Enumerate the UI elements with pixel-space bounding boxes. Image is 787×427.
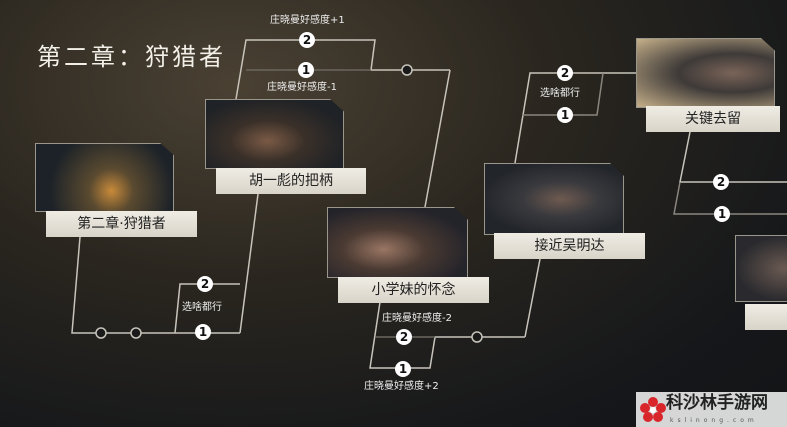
node-label bbox=[745, 304, 787, 330]
node-label: 小学妹的怀念 bbox=[338, 277, 489, 303]
scene-thumbnail bbox=[205, 99, 344, 169]
watermark-name: 科沙林手游网 bbox=[666, 393, 768, 413]
choice-option-2[interactable]: 2 bbox=[197, 276, 213, 292]
choice-option-1[interactable]: 1 bbox=[298, 62, 314, 78]
node-label: 胡一彪的把柄 bbox=[216, 168, 366, 194]
path-line bbox=[424, 69, 451, 208]
path-line bbox=[673, 181, 787, 215]
watermark-url: kslinong.com bbox=[670, 417, 758, 424]
choice-text: 庄晓曼好感度-1 bbox=[267, 82, 337, 93]
path-line bbox=[71, 236, 240, 334]
path-line bbox=[235, 39, 450, 100]
choice-text: 庄晓曼好感度+2 bbox=[364, 381, 439, 392]
waypoint-circle bbox=[471, 331, 483, 343]
flower-logo-icon bbox=[640, 397, 666, 422]
scene-thumbnail bbox=[735, 235, 787, 302]
site-watermark: 科沙林手游网 kslinong.com bbox=[636, 392, 787, 427]
waypoint-circle bbox=[401, 64, 413, 76]
path-line bbox=[522, 72, 604, 116]
path-line bbox=[174, 283, 240, 334]
path-line bbox=[524, 258, 541, 338]
choice-option-2[interactable]: 2 bbox=[713, 174, 729, 190]
node-label: 接近吴明达 bbox=[494, 233, 645, 259]
path-line bbox=[514, 72, 640, 164]
chapter-title: 第二章：狩猎者 bbox=[37, 43, 226, 71]
path-line bbox=[679, 131, 787, 183]
choice-option-2[interactable]: 2 bbox=[299, 32, 315, 48]
node-label: 关键去留 bbox=[646, 106, 780, 132]
waypoint-circle bbox=[95, 327, 107, 339]
node-label: 第二章·狩猎者 bbox=[46, 211, 197, 237]
choice-option-2[interactable]: 2 bbox=[396, 329, 412, 345]
path-line bbox=[239, 193, 259, 334]
choice-option-2[interactable]: 2 bbox=[557, 65, 573, 81]
scene-thumbnail bbox=[35, 143, 174, 212]
choice-text: 选啥都行 bbox=[540, 88, 580, 99]
waypoint-circle bbox=[130, 327, 142, 339]
choice-option-1[interactable]: 1 bbox=[395, 361, 411, 377]
choice-text: 选啥都行 bbox=[182, 302, 222, 313]
choice-text: 庄晓曼好感度+1 bbox=[270, 15, 345, 26]
choice-option-1[interactable]: 1 bbox=[714, 206, 730, 222]
scene-thumbnail bbox=[484, 163, 624, 235]
scene-thumbnail bbox=[636, 38, 775, 108]
choice-text: 庄晓曼好感度-2 bbox=[382, 313, 452, 324]
choice-option-1[interactable]: 1 bbox=[195, 324, 211, 340]
choice-option-1[interactable]: 1 bbox=[557, 107, 573, 123]
path-line bbox=[369, 301, 525, 369]
scene-thumbnail bbox=[327, 207, 468, 278]
